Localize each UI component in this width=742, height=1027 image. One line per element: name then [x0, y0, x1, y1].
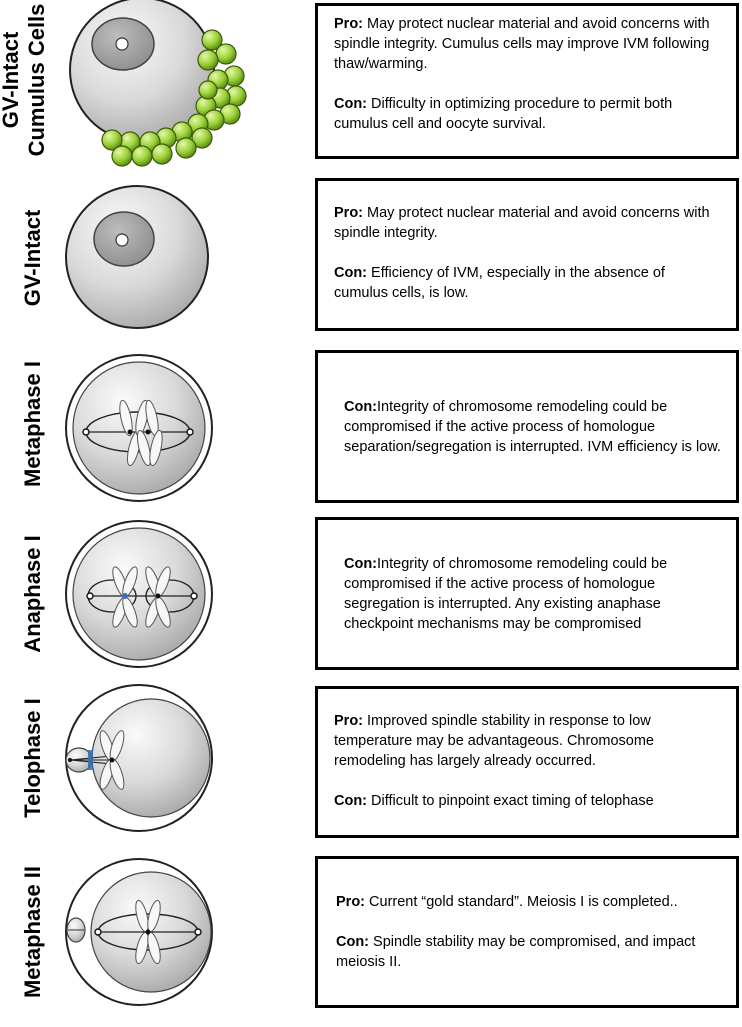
stage-label-anaphase-i: Anaphase I	[20, 535, 45, 653]
stage-label-line: Cumulus Cells	[24, 3, 49, 157]
con-label: Con:	[336, 934, 370, 950]
con-text: Con: Difficult to pinpoint exact timing …	[334, 793, 654, 809]
con-text: Con: Difficulty in optimizing procedure …	[334, 96, 673, 132]
stage-card-metaphase-i: Con:Integrity of chromosome remodeling c…	[315, 350, 739, 503]
nucleolus	[115, 37, 129, 51]
con-label: Con:	[344, 555, 378, 572]
con-text: Con:Integrity of chromosome remodeling c…	[344, 398, 721, 455]
telophase-i-oocyte-figure	[60, 684, 230, 834]
spindle-pole	[190, 592, 198, 600]
pro-text: Pro: May protect nuclear material and av…	[334, 205, 710, 241]
con-text: Con: Efficiency of IVM, especially in th…	[334, 265, 665, 301]
nucleolus	[115, 233, 129, 247]
anaphase-i-oocyte-figure	[60, 520, 230, 670]
spindle-pole	[186, 428, 194, 436]
stage-label-gv-intact-cumulus: GV-Intact Cumulus Cells	[0, 0, 54, 175]
checkpoint-marker	[122, 593, 128, 599]
stage-label-telophase-i: Telophase I	[20, 698, 45, 818]
spindle-pole	[82, 428, 90, 436]
metaphase-i-oocyte-figure	[60, 352, 230, 502]
spindle-pole	[94, 928, 102, 936]
metaphase-ii-oocyte-figure	[60, 858, 230, 1008]
chromosomes	[99, 730, 125, 790]
spindle-pole	[86, 592, 94, 600]
stage-card-metaphase-ii: Pro: Current “gold standard”. Meiosis I …	[315, 856, 739, 1008]
spindle-pole	[194, 928, 202, 936]
chromosomes	[119, 399, 163, 467]
stage-card-gv-intact-cumulus: Pro: May protect nuclear material and av…	[315, 3, 739, 159]
con-label: Con:	[334, 793, 368, 809]
con-text: Con:Integrity of chromosome remodeling c…	[344, 555, 668, 632]
con-label: Con:	[334, 96, 368, 112]
pro-label: Pro:	[334, 205, 363, 221]
gv-oocyte-figure	[60, 184, 230, 334]
pro-text: Pro: Current “gold standard”. Meiosis I …	[336, 894, 678, 910]
pro-text: Pro: Improved spindle stability in respo…	[334, 713, 654, 769]
stage-label-gv-intact: GV-Intact	[20, 209, 45, 307]
pro-text: Pro: May protect nuclear material and av…	[334, 16, 710, 72]
stage-card-gv-intact: Pro: May protect nuclear material and av…	[315, 178, 739, 331]
stage-card-anaphase-i: Con:Integrity of chromosome remodeling c…	[315, 517, 739, 670]
midbody	[88, 750, 93, 770]
pro-label: Pro:	[336, 894, 365, 910]
con-label: Con:	[334, 265, 368, 281]
stage-label-metaphase-i: Metaphase I	[20, 361, 45, 487]
stage-label-metaphase-ii: Metaphase II	[20, 865, 45, 999]
stage-label-line: GV-Intact	[0, 31, 23, 129]
pro-label: Pro:	[334, 16, 363, 32]
pro-label: Pro:	[334, 713, 363, 729]
con-text: Con: Spindle stability may be compromise…	[336, 934, 696, 970]
gv-cumulus-oocyte-figure	[60, 0, 260, 170]
stage-card-telophase-i: Pro: Improved spindle stability in respo…	[315, 686, 739, 838]
con-label: Con:	[344, 398, 378, 415]
chromosomes	[135, 899, 161, 965]
cumulus-cells	[101, 29, 247, 167]
